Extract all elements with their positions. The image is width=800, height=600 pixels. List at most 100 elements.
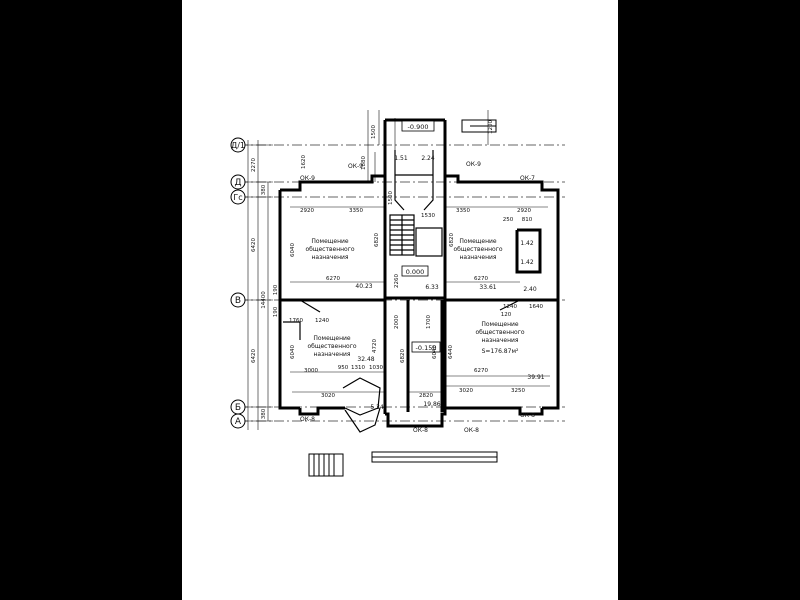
dim-1030: 1030 [369, 365, 383, 371]
stairs-exterior [308, 119, 498, 477]
dim-6270c: 6270 [474, 368, 488, 374]
room1-line2: общественного [305, 246, 354, 253]
room3-line1: Помещение [313, 335, 351, 342]
dim-1620: 1620 [301, 155, 307, 169]
room-labels: Помещение общественного назначения 40.23… [305, 238, 544, 381]
dim-1240a: 1240 [315, 318, 329, 324]
window-ok8c: ОК-8 [464, 427, 479, 434]
dim-3020a: 3020 [321, 393, 335, 399]
room1-line1: Помещение [311, 238, 349, 245]
window-ok8d: ОК-8 [520, 412, 535, 419]
dim-6040a: 6040 [290, 243, 296, 257]
dim-2260: 2260 [394, 274, 400, 288]
room3-line2: общественного [307, 343, 356, 350]
wall-south-left [298, 406, 345, 416]
dim-4720: 4720 [372, 339, 378, 353]
dim-3020b: 3020 [459, 388, 473, 394]
entrance-porch [344, 407, 381, 433]
dim-120: 120 [501, 312, 512, 318]
dim-950: 950 [338, 365, 349, 371]
level-marks: -0.900 0.000 -0.150 [401, 120, 441, 353]
room1-line3: назначения [311, 254, 348, 261]
dim-3250: 3250 [511, 388, 525, 394]
dim-6820a: 6820 [374, 233, 380, 247]
bay-niche [342, 377, 381, 416]
dim-6420a: 6420 [251, 238, 257, 252]
axis-v: В [235, 296, 241, 306]
dim-810: 810 [522, 217, 533, 223]
dimension-lines [243, 110, 550, 430]
window-ok9a: ОК-9 [300, 175, 315, 182]
dim-2270: 2270 [251, 158, 257, 172]
level-stair: 0.000 [406, 268, 425, 276]
small-areas: 1.51 2.24 6.33 5.34 19.86 1.42 1.42 2.40 [370, 155, 537, 411]
dim-6270a: 6270 [326, 276, 340, 282]
dim-6270b: 6270 [474, 276, 488, 282]
area-224: 2.24 [421, 155, 435, 162]
dim-380b: 380 [261, 408, 267, 419]
axis-a: А [235, 417, 242, 427]
room1-area: 40.23 [355, 283, 372, 290]
door-swing-1 [283, 321, 301, 340]
room4-line2: общественного [475, 329, 524, 336]
thin-partitions [283, 150, 521, 433]
area-151: 1.51 [394, 155, 408, 162]
dim-14400: 14400 [261, 291, 267, 309]
dim-2920b: 2920 [517, 208, 531, 214]
room4-line3: назначения [481, 337, 518, 344]
level-top: -0.900 [408, 123, 429, 131]
dim-190a: 190 [273, 284, 279, 295]
dim-250: 250 [503, 217, 514, 223]
dim-6440: 6440 [448, 345, 454, 359]
dim-6040b: 6040 [290, 345, 296, 359]
axis-b: Б [235, 403, 241, 413]
dim-1760: 1760 [289, 318, 303, 324]
dim-3350a: 3350 [349, 208, 363, 214]
axis-d: Д [234, 178, 241, 188]
window-ok8b: ОК-8 [413, 427, 428, 434]
window-ok9b: ОК-9 [348, 163, 363, 170]
axis-d1: Д/1 [231, 141, 245, 150]
dim-6820b: 6820 [449, 233, 455, 247]
wall-north-left [280, 174, 385, 192]
dim-380a: 380 [261, 184, 267, 195]
dim-1500a: 1500 [371, 125, 377, 139]
area-240: 2.40 [523, 286, 537, 293]
level-corridor: -0.150 [416, 344, 437, 352]
wall-west [278, 190, 300, 410]
room2-line1: Помещение [459, 238, 497, 245]
dim-1880: 1880 [361, 156, 367, 170]
room2-area: 33.61 [479, 284, 496, 291]
dim-1310: 1310 [351, 365, 365, 371]
dim-1530: 1530 [421, 213, 435, 219]
grid-lines [238, 144, 565, 422]
dim-3350b: 3350 [456, 208, 470, 214]
dim-1500b: 1500 [388, 191, 394, 205]
wall-closet [515, 228, 542, 274]
dimension-texts: 2920 3350 3350 2920 6040 6820 6820 6270 … [251, 120, 543, 420]
dim-2820: 2820 [419, 393, 433, 399]
room3-area: 32.48 [357, 356, 374, 363]
window-ok8a: ОК-8 [300, 416, 315, 423]
exterior-stair [308, 453, 344, 477]
room4-area: 39.91 [527, 374, 544, 381]
dim-2920a: 2920 [300, 208, 314, 214]
window-ok7b: ОК-7 [520, 175, 535, 182]
dim-6040c: 6040 [432, 345, 438, 359]
dim-6420b: 6420 [251, 349, 257, 363]
dim-1640: 1640 [529, 304, 543, 310]
dim-1240b: 1240 [503, 304, 517, 310]
room4-line1: Помещение [481, 321, 519, 328]
dim-1700: 1700 [426, 315, 432, 329]
room2-line2: общественного [453, 246, 502, 253]
dim-3000: 3000 [304, 368, 318, 374]
room3-line3: назначения [313, 351, 350, 358]
axis-markers: Д/1 Д Гс В Б А [230, 137, 246, 429]
room2-line3: назначения [459, 254, 496, 261]
dim-1200: 1200 [488, 120, 494, 134]
wall-north-right [445, 174, 560, 410]
area-142a: 1.42 [520, 240, 534, 247]
window-ok7a: ОК-9 [466, 161, 481, 168]
stair-flight-2 [415, 227, 443, 257]
dim-6820c: 6820 [400, 349, 406, 363]
